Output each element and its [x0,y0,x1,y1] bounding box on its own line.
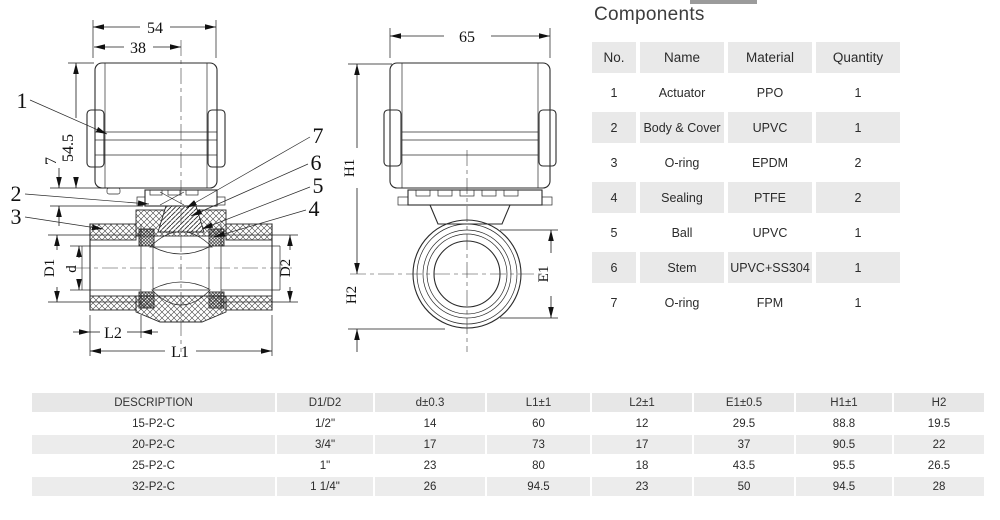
table-row: 4 Sealing PTFE 2 [592,182,900,213]
col-l1: L1±1 [487,393,590,412]
spec-header-row: DESCRIPTION D1/D2 d±0.3 L1±1 L2±1 E1±0.5… [32,393,984,412]
table-row: 25-P2-C 1" 23 80 18 43.5 95.5 26.5 [32,456,984,475]
col-quantity: Quantity [816,42,900,73]
callout-5: 5 [313,173,324,198]
dim-label-d1: D1 [42,259,58,277]
table-row: 7 O-ring FPM 1 [592,287,900,318]
front-dimensions: 54 38 54.5 7 D1 [42,20,298,361]
callout-3: 3 [11,204,22,229]
col-h2: H2 [894,393,984,412]
spec-table: DESCRIPTION D1/D2 d±0.3 L1±1 L2±1 E1±0.5… [30,391,986,498]
col-l2: L2±1 [592,393,692,412]
table-row: 1 Actuator PPO 1 [592,77,900,108]
table-row: 3 O-ring EPDM 2 [592,147,900,178]
callout-4: 4 [309,196,320,221]
dim-actuator-height: 54.5 [60,134,77,162]
col-d1d2: D1/D2 [277,393,373,412]
dim-bracket-height: 7 [43,157,60,165]
callout-2: 2 [11,181,22,206]
table-row: 32-P2-C 1 1/4" 26 94.5 23 50 94.5 28 [32,477,984,496]
dim-label-l2: L2 [104,325,122,342]
dim-label-d: d [64,265,80,273]
components-header-row: No. Name Material Quantity [592,42,900,73]
valve-body-side [397,189,553,329]
dim-center-offset: 38 [130,40,146,57]
components-title: Components [594,4,705,25]
dim-label-l1: L1 [171,344,189,361]
side-dimensions: 65 H1 H2 E1 [342,28,558,352]
components-panel: Components No. Name Material Quantity 1 … [588,4,908,322]
front-view-drawing: 54 38 54.5 7 D1 [11,20,324,361]
col-e1: E1±0.5 [694,393,794,412]
col-h1: H1±1 [796,393,892,412]
col-description: DESCRIPTION [32,393,275,412]
cropped-artifact [690,0,757,4]
col-d: d±0.3 [375,393,485,412]
callout-7: 7 [313,123,324,148]
actuator-side [383,62,557,189]
dim-label-h2: H2 [344,286,360,304]
col-name: Name [640,42,724,73]
dim-side-width: 65 [459,29,475,46]
callout-6: 6 [311,150,322,175]
col-no: No. [592,42,636,73]
valve-technical-drawing: 54 38 54.5 7 D1 [11,20,558,361]
table-row: 20-P2-C 3/4" 17 73 17 37 90.5 22 [32,435,984,454]
spec-panel: DESCRIPTION D1/D2 d±0.3 L1±1 L2±1 E1±0.5… [30,391,986,498]
callout-1: 1 [17,88,28,113]
col-material: Material [728,42,812,73]
dim-actuator-width: 54 [147,20,163,37]
actuator-front [86,62,226,195]
dim-label-e1: E1 [536,266,552,283]
table-row: 2 Body & Cover UPVC 1 [592,112,900,143]
table-row: 5 Ball UPVC 1 [592,217,900,248]
side-view-drawing: 65 H1 H2 E1 [342,28,558,352]
dim-label-h1: H1 [342,159,358,177]
table-row: 15-P2-C 1/2" 14 60 12 29.5 88.8 19.5 [32,414,984,433]
table-row: 6 Stem UPVC+SS304 1 [592,252,900,283]
components-table: No. Name Material Quantity 1 Actuator PP… [588,38,904,322]
front-callouts: 1 2 3 7 6 5 4 [11,88,324,238]
dim-label-d2: D2 [278,259,294,277]
